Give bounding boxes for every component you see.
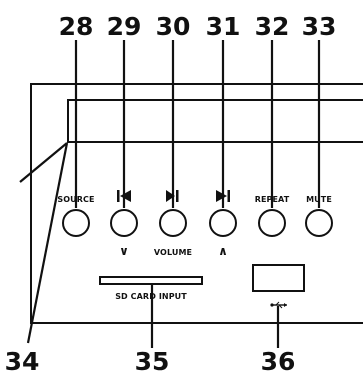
volume-label: VOLUME (153, 248, 193, 257)
leader-34 (26, 142, 69, 344)
callout-28: 28 (58, 12, 94, 41)
mute-label: MUTE (306, 195, 332, 204)
leader-34-tick (19, 142, 68, 183)
repeat-button[interactable] (258, 209, 286, 237)
callout-32: 32 (254, 12, 290, 41)
callout-36: 36 (260, 347, 296, 376)
callout-29: 29 (106, 12, 142, 41)
source-button[interactable] (62, 209, 90, 237)
next-track-icon (211, 190, 235, 205)
repeat-label: REPEAT (254, 195, 290, 204)
callout-35: 35 (134, 347, 170, 376)
source-label: SOURCE (57, 195, 95, 204)
play-pause-button[interactable] (159, 209, 187, 237)
next-track-button[interactable] (209, 209, 237, 237)
sd-card-slot[interactable] (99, 276, 203, 285)
callout-34: 34 (4, 347, 40, 376)
callout-31: 31 (205, 12, 241, 41)
front-panel-outline (30, 83, 363, 324)
sd-card-label: SD CARD INPUT (115, 292, 187, 301)
callout-30: 30 (155, 12, 191, 41)
previous-track-icon (112, 190, 136, 205)
usb-icon (266, 294, 292, 313)
play-pause-icon (161, 190, 185, 205)
mute-button[interactable] (305, 209, 333, 237)
previous-track-button[interactable] (110, 209, 138, 237)
volume-up-icon: ∧ (218, 244, 228, 258)
callout-33: 33 (301, 12, 337, 41)
display-window (67, 99, 363, 143)
usb-port[interactable] (252, 264, 305, 292)
volume-down-icon: ∨ (119, 244, 129, 258)
